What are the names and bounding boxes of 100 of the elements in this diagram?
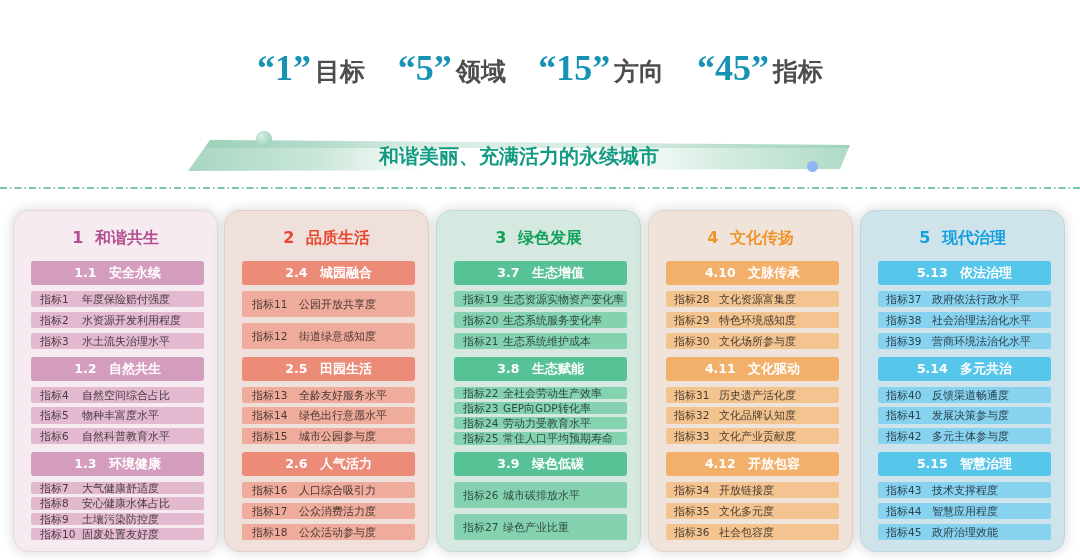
indicator-name: 绿色产业比重 xyxy=(503,521,569,533)
indicator-row xyxy=(31,386,204,403)
indicator-name: 公园开放共享度 xyxy=(299,298,376,310)
indicator-row xyxy=(242,386,415,403)
indicator-name: 水资源开发利用程度 xyxy=(82,314,181,326)
indicator-row xyxy=(878,482,1051,499)
indicator-number: 指标30 xyxy=(674,334,710,347)
indicator-name: 城市公园参与度 xyxy=(299,430,376,443)
indicator-name: 公众消费活力度 xyxy=(299,505,376,517)
indicator-name: 水土流失治理水平 xyxy=(82,334,170,347)
category-title: 4 文化传扬 xyxy=(707,227,794,249)
indicator-number: 指标15 xyxy=(252,430,288,443)
indicator-row xyxy=(242,407,415,424)
indicator-name: 政府治理效能 xyxy=(932,525,998,538)
indicator-row xyxy=(454,291,627,308)
section-bar xyxy=(242,261,415,285)
indicator-row xyxy=(666,428,839,445)
indicator-name: 生态系统服务变化率 xyxy=(503,314,602,326)
section-title: 3.9 绿色低碳 xyxy=(497,456,584,472)
indicator-number: 指标38 xyxy=(886,314,922,326)
indicator-row xyxy=(454,311,627,329)
section-title: 1.2 自然共生 xyxy=(74,360,161,377)
section-bar xyxy=(31,261,204,285)
indicator-name: 街道绿意感知度 xyxy=(299,330,376,342)
indicator-row xyxy=(31,332,204,349)
indicator-number: 指标17 xyxy=(252,505,288,517)
section-bar xyxy=(454,261,627,285)
indicator-row xyxy=(31,482,204,495)
indicator-number: 指标12 xyxy=(252,330,288,342)
category-title: 2 品质生活 xyxy=(283,227,370,249)
indicator-row xyxy=(454,482,627,508)
indicator-number: 指标26 xyxy=(463,489,499,501)
indicator-row xyxy=(878,502,1051,520)
section-bar xyxy=(242,452,415,476)
indicator-name: 固废处置友好度 xyxy=(82,527,159,540)
indicator-row xyxy=(242,482,415,499)
indicator-name: 文化产业贡献度 xyxy=(719,430,796,443)
indicator-number: 指标27 xyxy=(463,521,499,533)
indicator-number: 指标36 xyxy=(674,525,710,538)
section-title: 1.1 安全永续 xyxy=(74,265,161,281)
indicator-number: 指标37 xyxy=(886,293,922,306)
indicator-row xyxy=(31,497,204,510)
indicator-row xyxy=(242,502,415,520)
indicator-number: 指标35 xyxy=(674,505,710,517)
indicator-name: 文化品牌认知度 xyxy=(719,409,796,422)
section-bar xyxy=(878,261,1051,285)
indicator-number: 指标44 xyxy=(886,505,922,517)
indicator-number: 指标23 xyxy=(463,401,499,414)
indicator-name: 常住人口平均预期寿命 xyxy=(503,432,613,445)
section-title: 5.15 智慧治理 xyxy=(916,456,1013,472)
indicator-name: 多元主体参与度 xyxy=(932,430,1009,443)
indicator-name: 营商环境法治化水平 xyxy=(932,334,1031,347)
indicator-number: 指标22 xyxy=(463,386,499,399)
indicator-name: 生态资源实物资产变化率 xyxy=(503,293,624,306)
indicator-name: 全社会劳动生产效率 xyxy=(503,386,602,399)
category-title: 1 和谐共生 xyxy=(72,227,159,249)
indicator-name: 开放链接度 xyxy=(719,484,774,497)
section-title: 1.3 环境健康 xyxy=(74,456,161,472)
indicator-name: 社会治理法治化水平 xyxy=(932,314,1031,326)
indicator-number: 指标16 xyxy=(252,484,288,497)
indicator-number: 指标39 xyxy=(886,334,922,347)
indicator-row xyxy=(454,386,627,399)
indicator-name: 历史遗产活化度 xyxy=(719,388,796,401)
indicator-number: 指标21 xyxy=(463,334,499,347)
section-title: 5.14 多元共治 xyxy=(916,360,1013,377)
indicator-row xyxy=(878,332,1051,349)
indicator-name: 城市碳排放水平 xyxy=(503,489,580,501)
category-card xyxy=(860,210,1065,552)
indicator-name: 自然空间综合占比 xyxy=(82,388,170,401)
indicator-number: 指标33 xyxy=(674,430,710,443)
indicator-row xyxy=(31,291,204,308)
indicator-name: 文化资源富集度 xyxy=(719,293,796,306)
indicator-number: 指标1 xyxy=(40,293,69,306)
indicator-number: 指标2 xyxy=(40,314,69,326)
indicator-row xyxy=(666,523,839,540)
indicator-row xyxy=(666,311,839,329)
indicator-row xyxy=(454,514,627,540)
indicator-number: 指标11 xyxy=(252,298,288,310)
indicator-number: 指标29 xyxy=(674,314,710,326)
indicator-name: 绿色出行意愿水平 xyxy=(299,409,387,422)
indicator-row xyxy=(666,502,839,520)
indicator-number: 指标43 xyxy=(886,484,922,497)
indicator-row xyxy=(31,311,204,329)
indicator-number: 指标13 xyxy=(252,388,288,401)
section-title: 2.4 城园融合 xyxy=(285,265,372,281)
indicator-name: 土壤污染防控度 xyxy=(82,512,159,525)
banner-title: 和谐美丽、充满活力的永续城市 xyxy=(379,144,659,168)
indicator-name: 特色环境感知度 xyxy=(719,314,796,326)
section-title: 4.10 文脉传承 xyxy=(704,265,801,281)
indicator-row xyxy=(31,512,204,525)
indicator-number: 指标42 xyxy=(886,430,922,443)
indicator-number: 指标14 xyxy=(252,409,288,422)
indicator-number: 指标34 xyxy=(674,484,710,497)
indicator-number: 指标19 xyxy=(463,293,499,306)
indicator-row xyxy=(878,311,1051,329)
indicator-name: 发展决策参与度 xyxy=(932,409,1009,422)
indicator-number: 指标6 xyxy=(40,430,69,443)
indicator-number: 指标18 xyxy=(252,525,288,538)
indicator-row xyxy=(454,332,627,349)
section-title: 5.13 依法治理 xyxy=(916,265,1013,281)
